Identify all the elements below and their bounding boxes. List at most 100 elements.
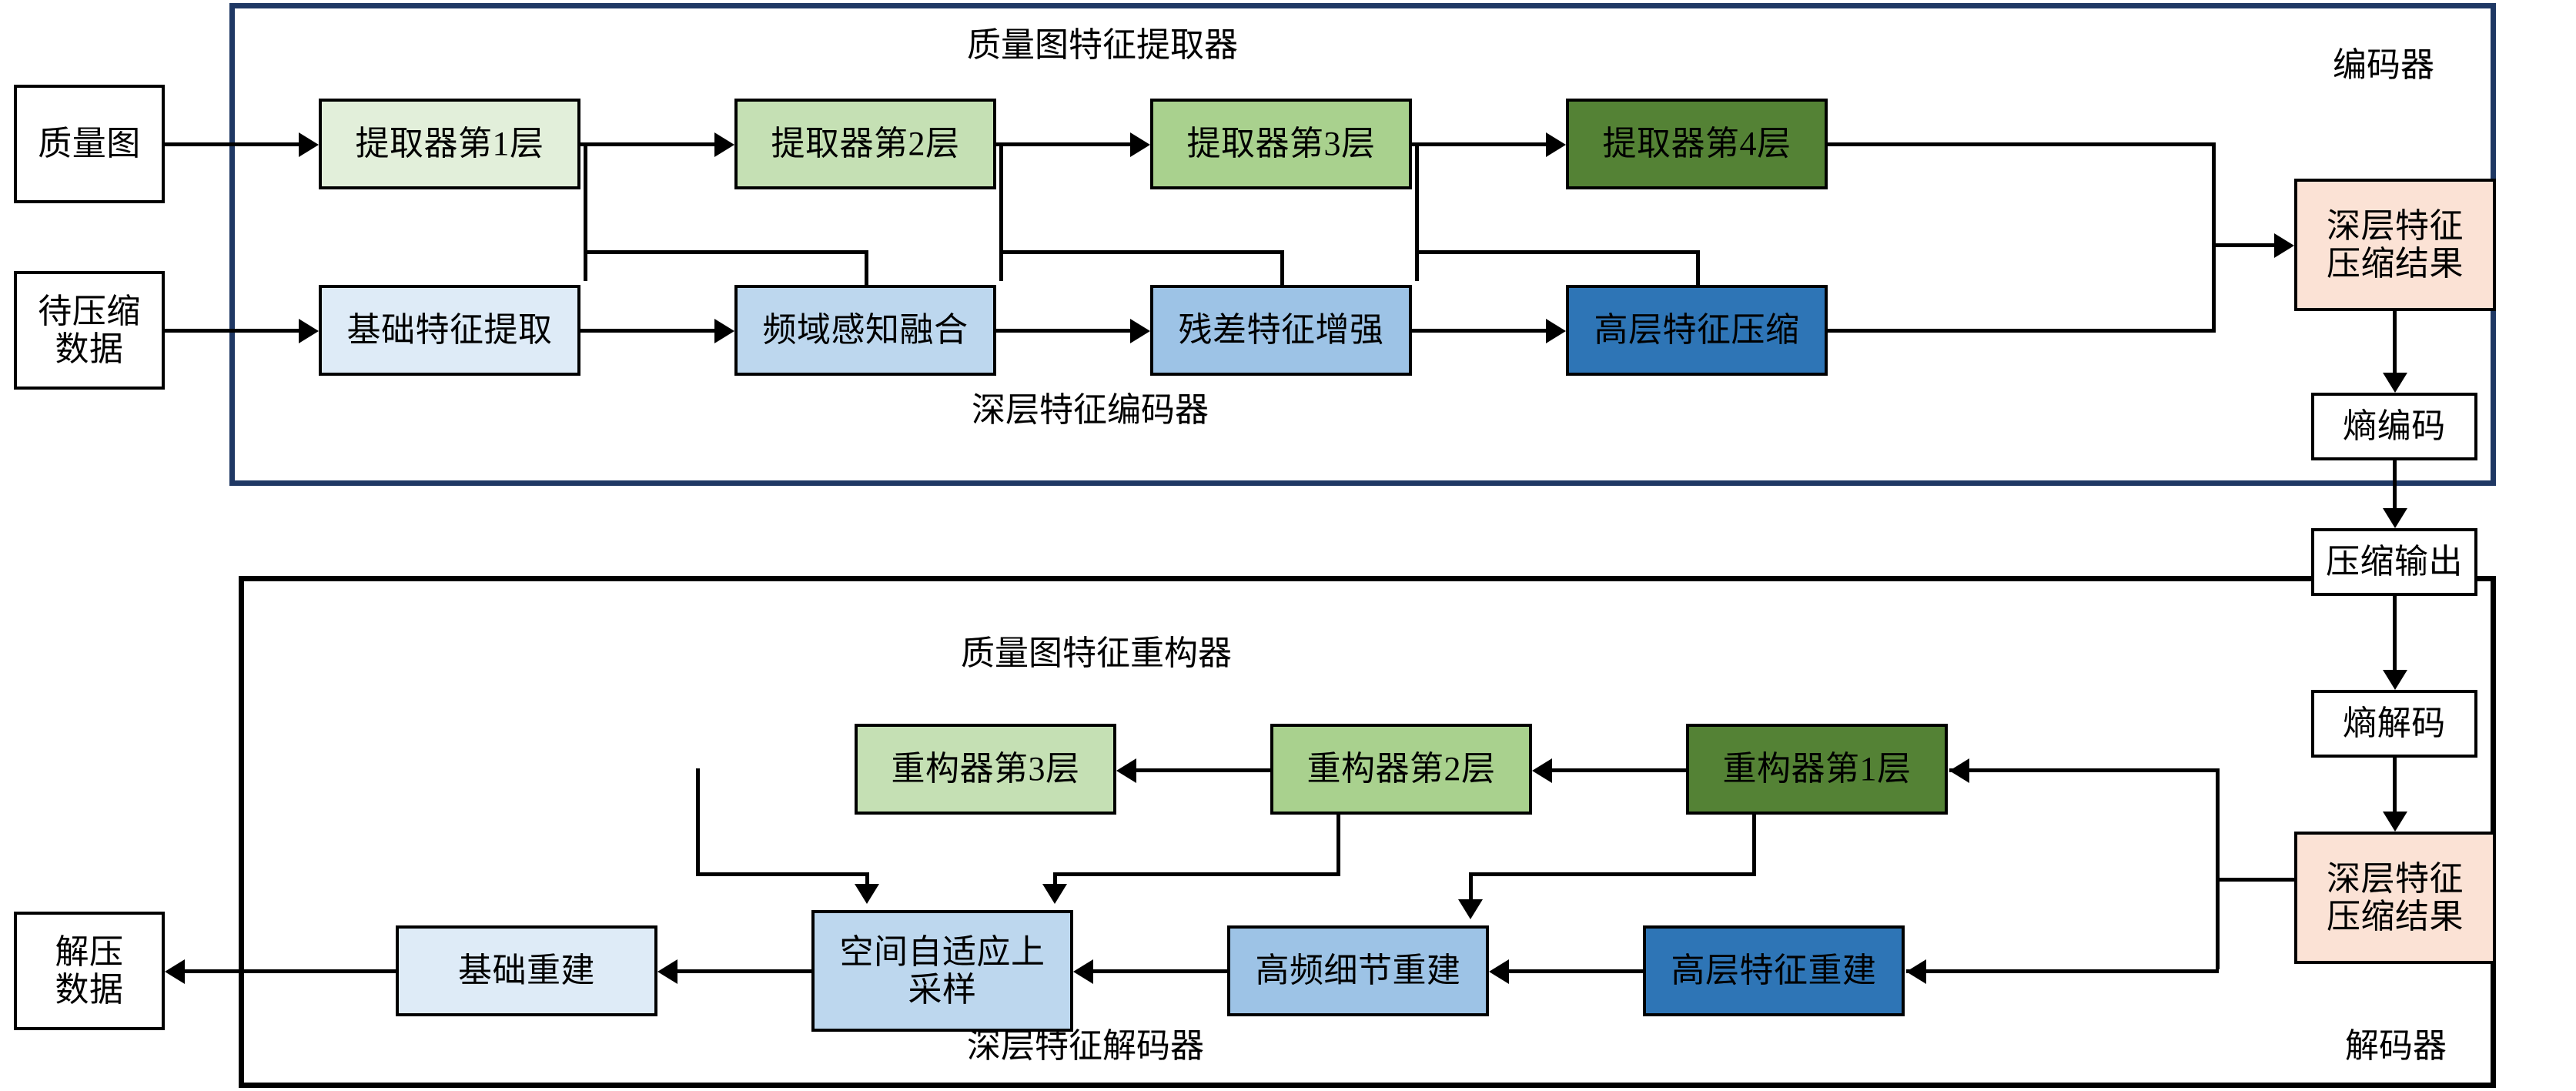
reconstructor-layer-2: 重构器第2层 [1270, 724, 1532, 815]
deep-feature-decoder-label: 深层特征解码器 [967, 1027, 1204, 1065]
encoder-label: 编码器 [2333, 46, 2434, 84]
connector-merge-into-deepfeature [2212, 243, 2284, 247]
arrowhead-baserebuild [657, 959, 677, 984]
skip-recon3-seg-drop [865, 872, 869, 889]
connector-deepfeature-dec-out-top [2216, 878, 2297, 882]
arrowhead-compressed-output [2383, 508, 2407, 528]
connector-highfreq-to-upsample [1087, 969, 1227, 973]
arrowhead-skip-recon3 [855, 884, 879, 904]
skip-ext3-seg-down [1415, 142, 1419, 281]
skip-recon2-seg-down [1337, 768, 1340, 876]
skip-recon1-seg-drop [1469, 872, 1473, 905]
skip-recon2-seg-left [1053, 872, 1340, 876]
extractor-layer-4: 提取器第4层 [1566, 99, 1828, 189]
connector-basefeature-to-freqfusion [580, 329, 721, 333]
arrowhead-recon1 [1949, 758, 1969, 783]
base-rebuild: 基础重建 [396, 925, 657, 1016]
arrowhead-highlevel-rebuild [1906, 959, 1926, 984]
skip-ext2-seg-drop [1280, 250, 1284, 286]
connector-upsample-to-baserebuild [671, 969, 811, 973]
skip-ext2-seg-down [999, 142, 1003, 281]
connector-recon1-to-recon2 [1546, 768, 1686, 772]
arrowhead-highlevel [1546, 319, 1566, 343]
arrowhead-upsample [1073, 959, 1093, 984]
connector-ext3-to-ext4 [1412, 142, 1552, 146]
frequency-perception-fusion: 频域感知融合 [734, 285, 996, 376]
arrowhead-ext1 [299, 132, 319, 157]
connector-entropydecode-to-deepfeature-dec [2393, 758, 2397, 824]
arrowhead-recon3 [1116, 758, 1136, 783]
deep-feature-compressed-decoder: 深层特征 压缩结果 [2294, 832, 2496, 964]
arrowhead-skip-recon2 [1042, 884, 1067, 904]
skip-recon2-seg-drop [1053, 872, 1057, 889]
compressed-output: 压缩输出 [2311, 528, 2477, 596]
deep-feature-encoder-label: 深层特征编码器 [972, 391, 1209, 429]
connector-highlevel-to-highfreq [1503, 969, 1643, 973]
connector-ext4-out-h [1828, 142, 2216, 146]
connector-ext4-out-v [2212, 142, 2216, 246]
deep-feature-compressed-encoder: 深层特征 压缩结果 [2294, 179, 2496, 311]
arrowhead-freqfusion [714, 319, 734, 343]
arrowhead-deepfeature-enc [2274, 233, 2294, 258]
arrowhead-entropy-encode [2383, 373, 2407, 393]
encoder-frame [229, 3, 2496, 486]
extractor-layer-2: 提取器第2层 [734, 99, 996, 189]
skip-ext1-seg-down [584, 142, 587, 281]
output-decompressed-data: 解压 数据 [14, 912, 165, 1030]
highlevel-feature-compression: 高层特征压缩 [1566, 285, 1828, 376]
connector-highlevel-out-h [1828, 329, 2216, 333]
encoder-group-title: 质量图特征提取器 [967, 26, 1238, 64]
arrowhead-residual [1130, 319, 1150, 343]
skip-ext3-seg-right [1415, 250, 1700, 254]
entropy-decode: 熵解码 [2311, 690, 2477, 758]
skip-recon3-seg-down [696, 768, 700, 876]
connector-residual-to-highlevel [1412, 329, 1552, 333]
arrowhead-skip-recon1 [1458, 899, 1483, 919]
skip-ext3-seg-drop [1696, 250, 1700, 286]
connector-data-to-basefeature [165, 329, 305, 333]
decoder-group-title: 质量图特征重构器 [961, 634, 1232, 672]
highfreq-detail-rebuild: 高频细节重建 [1227, 925, 1489, 1016]
connector-recon2-to-recon3 [1130, 768, 1270, 772]
extractor-layer-3: 提取器第3层 [1150, 99, 1412, 189]
connector-baserebuild-to-output [179, 969, 396, 973]
reconstructor-layer-3: 重构器第3层 [855, 724, 1116, 815]
skip-ext1-seg-drop [865, 250, 868, 286]
arrowhead-recon2 [1532, 758, 1552, 783]
arrowhead-decompressed [165, 959, 185, 984]
skip-ext2-seg-right [999, 250, 1284, 254]
reconstructor-layer-1: 重构器第1层 [1686, 724, 1948, 815]
skip-recon1-seg-down [1752, 768, 1756, 876]
connector-deepfeature-dec-to-highlevel [1906, 969, 2219, 973]
highlevel-feature-rebuild: 高层特征重建 [1643, 925, 1905, 1016]
connector-output-to-entropydecode [2393, 596, 2397, 682]
base-feature-extraction: 基础特征提取 [319, 285, 580, 376]
entropy-encode: 熵编码 [2311, 393, 2477, 460]
arrowhead-ext3 [1130, 132, 1150, 157]
connector-ext2-to-ext3 [996, 142, 1136, 146]
extractor-layer-1: 提取器第1层 [319, 99, 580, 189]
arrowhead-highfreq [1489, 959, 1509, 984]
connector-freqfusion-to-residual [996, 329, 1136, 333]
connector-ext1-to-ext2 [580, 142, 721, 146]
connector-deepfeature-dec-to-recon1 [1949, 768, 2219, 772]
skip-recon1-seg-left [1469, 872, 1756, 876]
arrowhead-ext4 [1546, 132, 1566, 157]
connector-highlevel-out-v [2212, 246, 2216, 332]
arrowhead-deepfeature-dec [2383, 812, 2407, 832]
connector-deepfeature-dec-v [2216, 768, 2220, 935]
decoder-label: 解码器 [2345, 1027, 2447, 1065]
connector-deepfeature-to-entropyencode [2393, 311, 2397, 385]
arrowhead-entropy-decode [2383, 670, 2407, 690]
arrowhead-basefeature [299, 319, 319, 343]
skip-ext1-seg-right [584, 250, 868, 254]
connector-deepfeature-dec-down [2216, 878, 2220, 969]
input-data-to-compress: 待压缩 数据 [14, 271, 165, 390]
input-quality-map: 质量图 [14, 85, 165, 203]
connector-entropyencode-to-output [2393, 460, 2397, 520]
spatial-adaptive-upsample: 空间自适应上 采样 [811, 910, 1073, 1032]
connector-qualitymap-to-ext1 [165, 142, 305, 146]
residual-feature-enhancement: 残差特征增强 [1150, 285, 1412, 376]
skip-recon3-seg-right [696, 872, 868, 876]
